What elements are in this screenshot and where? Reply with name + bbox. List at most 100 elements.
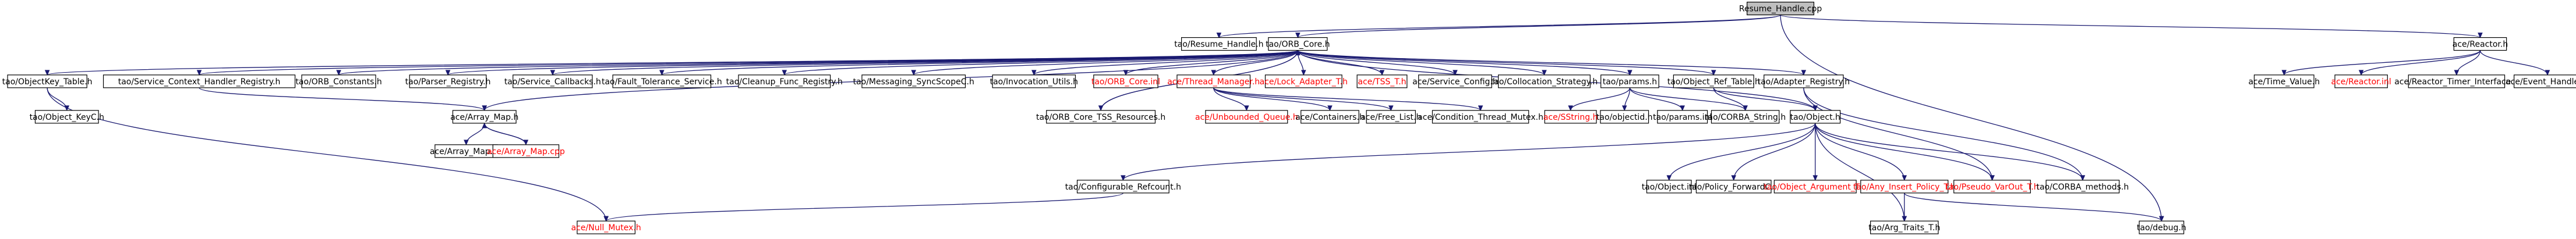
node-ace-lock-adapter-t-h[interactable]: ace/Lock_Adapter_T.h [1260,74,1348,88]
node-tao-arg-traits-t-h[interactable]: tao/Arg_Traits_T.h [1868,220,1940,234]
node-ace-containers-h[interactable]: ace/Containers.h [1295,110,1365,124]
node-box [577,220,636,234]
node-tao-orb-core-tss-resources-h[interactable]: tao/ORB_Core_TSS_Resources.h [1036,110,1165,124]
arrowhead-tao_orb_core_h-to-tao_adapter_registry_h [1801,70,1807,76]
node-tao-invocation-utils-h[interactable]: tao/Invocation_Utils.h [990,74,1078,88]
node-ace-event-handler-h[interactable]: ace/Event_Handler.h [2506,74,2576,88]
node-tao-policy-forwardc-h[interactable]: tao/Policy_ForwardC.h [1689,180,1779,194]
node-box [1418,74,1492,88]
edge-ace_reactor_h-to-ace_time_value_h [2284,49,2481,76]
node-tao-collocation-strategy-h[interactable]: tao/Collocation_Strategy.h [1491,74,1598,88]
arrowhead-ace_reactor_h-to-ace_reactor_inl [2358,70,2364,76]
node-tao-resume-handle-h[interactable]: tao/Resume_Handle.h [1174,37,1263,51]
node-box [1657,110,1708,124]
node-tao-fault-tolerance-service-h[interactable]: tao/Fault_Tolerance_Service.h [602,74,722,88]
node-tao-service-context-handler-registry-h[interactable]: tao/Service_Context_Handler_Registry.h [103,74,296,88]
node-tao-orb-core-inl[interactable]: tao/ORB_Core.inl [1091,74,1160,88]
edge-tao_orb_core_h-to-tao_object_ref_table_h [1297,49,1714,76]
node-tao-debug-h[interactable]: tao/debug.h [2137,220,2186,234]
node-tao-service-callbacks-h[interactable]: tao/Service_Callbacks.h [504,74,601,88]
node-ace-condition-thread-mutex-h[interactable]: ace/Condition_Thread_Mutex.h [1418,110,1543,124]
node-label: ace/Free_List.h [1361,113,1421,122]
node-tao-params-inl[interactable]: tao/params.inl [1653,110,1712,124]
edge-tao_orb_core_h-to-tao_adapter_registry_h [1297,49,1804,76]
arrowhead-tao_any_insert_policy_t_h-to-tao_debug_h [2159,216,2164,222]
node-label: ace/Array_Map.cpp [487,147,565,156]
node-tao-parser-registry-h[interactable]: tao/Parser_Registry.h [405,74,491,88]
arrowhead-tao_params_h-to-tao_objectid_h [1621,105,1627,112]
node-label: tao/Messaging_SyncScopeC.h [853,77,974,87]
node-box [1870,220,1939,234]
node-ace-array-map-h[interactable]: ace/Array_Map.h [450,110,518,124]
node-label: ace/Thread_Manager.h [1167,77,1260,87]
node-box [861,74,966,88]
arrowhead-tao_orb_core_h-to-tao_cleanup_func_registry_h [782,70,787,76]
node-label: tao/Service_Callbacks.h [504,77,601,87]
node-tao-orb-core-h[interactable]: tao/ORB_Core.h [1266,37,1330,51]
node-tao-corba-string-h[interactable]: tao/CORBA_String.h [1705,110,1786,124]
arrowhead-tao_orb_core_h-to-tao_messaging_syncscopec_h [911,70,916,76]
edge-tao_params_h-to-tao_corba_string_h [1629,87,1746,111]
node-tao-object-ref-table-h[interactable]: tao/Object_Ref_Table.h [1667,74,1760,88]
node-label: tao/ORB_Core_TSS_Resources.h [1036,113,1165,122]
node-ace-time-value-h[interactable]: ace/Time_Value.h [2248,74,2320,88]
node-box [1695,180,1772,194]
arrowhead-ace_reactor_h-to-ace_reactor_timer_interface_h [2454,70,2460,76]
node-tao-object-keyc-h[interactable]: tao/Object_KeyC.h [30,110,104,124]
node-label: ace/Event_Handler.h [2506,77,2576,87]
node-ace-sstring-h[interactable]: ace/SString.h [1543,110,1598,124]
node-box [738,74,831,88]
node-box [492,144,560,158]
edge-tao_orb_core_h-to-tao_messaging_syncscopec_h [913,49,1298,76]
node-label: tao/ORB_Constants.h [295,77,381,87]
node-tao-adapter-registry-h[interactable]: tao/Adapter_Registry.h [1758,74,1850,88]
arrowhead-tao_orb_core_h-to-tao_collocation_strategy_h [1542,70,1547,76]
edge-tao_object_h-to-tao_corba_methods_h [1815,123,2083,180]
node-tao-objectkey-table-h[interactable]: tao/ObjectKey_Table.h [2,74,93,88]
node-tao-cleanup-func-registry-h[interactable]: tao/Cleanup_Func_Registry.h [726,74,843,88]
node-box [1076,180,1169,194]
edge-tao_orb_core_h-to-tao_thread_manager_h [1213,50,1298,76]
arrowhead-tao_params_h-to-tao_params_inl [1680,105,1685,112]
edge-resume_handle_cpp-to-ace_reactor_h [1780,14,2481,38]
node-box [1093,74,1158,88]
edge-tao_orb_core_h-to-tao_invocation_utils_h [1033,49,1298,76]
edge-tao_orb_core_h-to-tao_service_callbacks_h [552,49,1298,76]
arrowhead-tao_orb_core_h-to-tao_service_context_handler_registry_h [196,70,202,76]
node-ace-array-map-inl[interactable]: ace/Array_Map.inl [430,144,503,158]
node-tao-corba-methods-h[interactable]: tao/CORBA_methods.h [2037,180,2129,194]
node-ace-unbounded-queue-h[interactable]: ace/Unbounded_Queue.h [1195,110,1298,124]
node-tao-objectid-h[interactable]: tao/objectid.h [1596,110,1653,124]
node-ace-reactor-inl[interactable]: ace/Reactor.inl [2331,74,2391,88]
node-box [2453,37,2507,51]
node-tao-thread-manager-h[interactable]: ace/Thread_Manager.h [1167,74,1260,88]
node-tao-messaging-syncscopec-h[interactable]: tao/Messaging_SyncScopeC.h [853,74,974,88]
node-tao-params-h[interactable]: tao/params.h [1600,74,1659,88]
arrowhead-tao_object_h-to-tao_policy_forwardc_h [1731,175,1736,181]
node-label: tao/Pseudo_VarOut_T.h [1945,183,2038,192]
node-ace-reactor-timer-interface-h[interactable]: ace/Reactor_Timer_Interface.h [2394,74,2519,88]
node-tao-object-h[interactable]: tao/Object.h [1790,110,1841,124]
node-ace-free-list-h[interactable]: ace/Free_List.h [1361,110,1421,124]
node-tao-orb-constants-h[interactable]: tao/ORB_Constants.h [295,74,382,88]
node-label: tao/ORB_Core.inl [1091,77,1160,87]
edge-tao_object_h-to-tao_policy_forwardc_h [1733,123,1816,180]
node-ace-tss-t-h[interactable]: ace/TSS_T.h [1356,74,1408,88]
node-box [1600,110,1649,124]
node-tao-any-insert-policy-t-h[interactable]: tao/Any_Insert_Policy_T.h [1853,180,1956,194]
node-label: ace/Reactor.inl [2331,77,2391,87]
node-label: tao/CORBA_methods.h [2037,183,2129,192]
node-label: tao/Parser_Registry.h [405,77,491,87]
node-tao-configurable-refcount-h[interactable]: tao/Configurable_Refcount.h [1065,180,1181,194]
arrowhead-tao_object_h-to-tao_object_argument_t_h [1812,175,1818,181]
edge-tao_orb_core_h-to-tao_service_config_h [1297,50,1456,76]
node-ace-array-map-cpp[interactable]: ace/Array_Map.cpp [487,144,565,158]
arrowhead-tao_orb_core_h-to-tao_thread_manager_h [1211,70,1216,76]
node-tao-pseudo-varout-t-h[interactable]: tao/Pseudo_VarOut_T.h [1945,180,2039,194]
node-box [1176,74,1251,88]
node-ace-null-mutex-h[interactable]: ace/Null_Mutex.h [571,220,641,234]
node-tao-object-inl[interactable]: tao/Object.inl [1642,180,1697,194]
node-ace-reactor-h[interactable]: ace/Reactor.h [2453,37,2508,51]
node-tao-service-config-h[interactable]: ace/Service_Config.h [1412,74,1498,88]
node-tao-object-argument-t-h[interactable]: tao/Object_Argument_T.h [1764,180,1867,194]
